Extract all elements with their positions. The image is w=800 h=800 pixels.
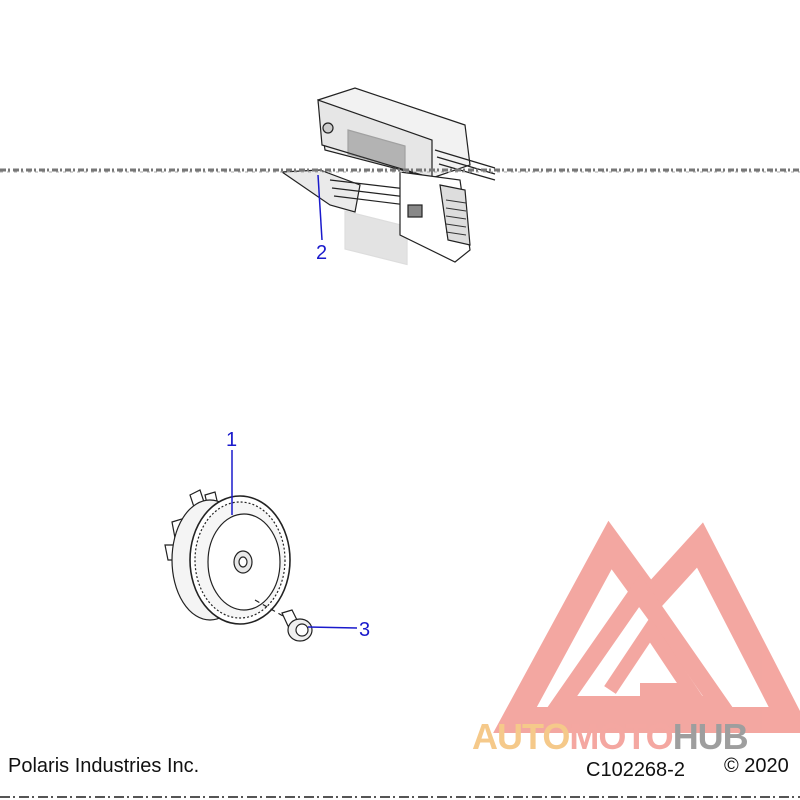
brand-part-hub: HUB [672,716,749,757]
module-part [280,87,496,266]
brand-part-auto: AUTO [472,716,570,757]
callout-leaders [231,174,358,629]
callout-2-label: 2 [316,242,327,264]
horn-part [164,489,291,625]
copyright-notice: © 2020 [724,755,789,777]
callout-1-label: 1 [226,429,237,451]
watermark-brand-text: AUTOMOTOHUB [472,716,749,758]
watermark-logo [493,520,800,733]
callout-3-label: 3 [359,619,370,641]
company-name: Polaris Industries Inc. [8,755,200,777]
scan-artifact-line [0,168,800,173]
drawing-number: C102268-2 [586,759,685,781]
brand-part-moto: MOTO [569,716,673,757]
screw-part [254,599,313,642]
